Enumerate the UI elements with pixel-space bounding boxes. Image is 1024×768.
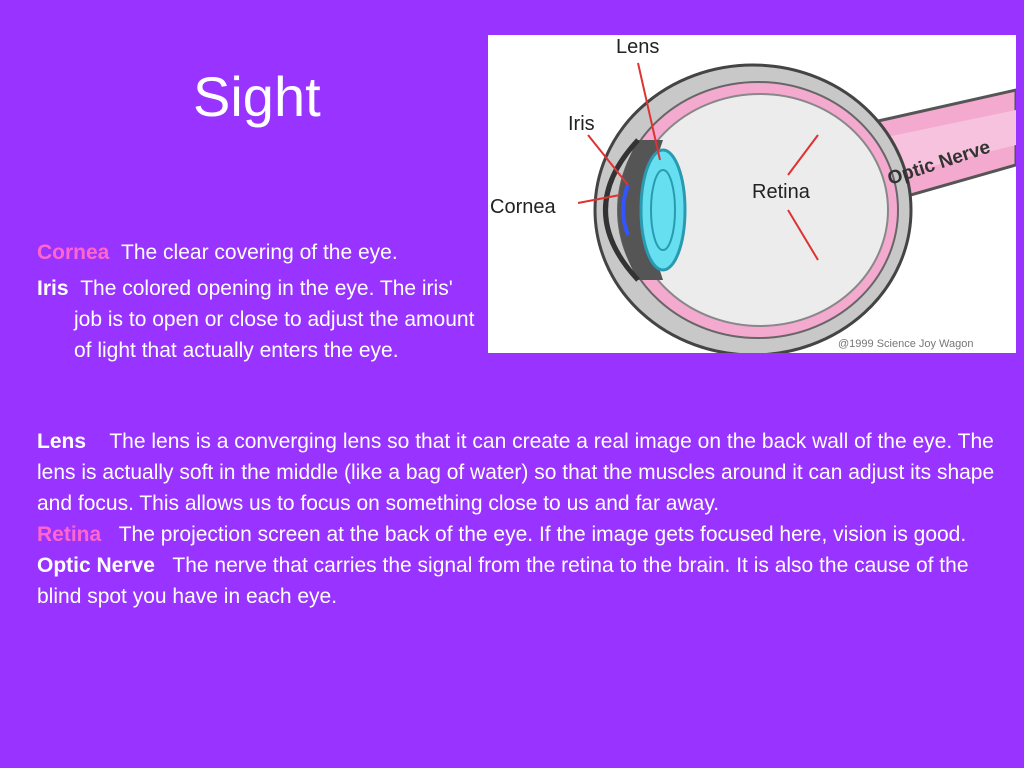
term-iris: Iris [37, 277, 69, 300]
eye-diagram: Lens Iris Cornea Retina Optic Nerve @199… [488, 35, 1016, 353]
slide-title: Sight [193, 65, 321, 128]
diagram-credit: @1999 Science Joy Wagon [838, 338, 974, 350]
lens-shape [639, 148, 687, 272]
cornea-label: Cornea [490, 196, 556, 218]
definition-lens-text: The lens is a converging lens so that it… [37, 430, 995, 515]
lens-label: Lens [616, 36, 659, 58]
term-cornea: Cornea [37, 241, 110, 264]
definition-optic-nerve: Optic Nerve The nerve that carries the s… [37, 550, 1017, 612]
definition-cornea-text: The clear covering of the eye. [121, 241, 398, 264]
cornea-shape [603, 138, 640, 282]
iris-pointer [587, 134, 629, 186]
definition-optic-nerve-text: The nerve that carries the signal from t… [37, 554, 969, 608]
definition-cornea: Cornea The clear covering of the eye. [37, 237, 398, 268]
lens-inner-shape [650, 169, 676, 251]
retina-pointer-top [787, 134, 819, 176]
iris-arc-shape [621, 184, 630, 236]
term-retina: Retina [37, 523, 102, 546]
lens-pointer [637, 62, 661, 161]
definition-lens: Lens The lens is a converging lens so th… [37, 426, 1017, 519]
term-optic-nerve: Optic Nerve [37, 554, 155, 577]
cornea-pointer [577, 194, 621, 204]
term-lens: Lens [37, 430, 87, 453]
definition-retina-text: The projection screen at the back of the… [118, 523, 967, 546]
eye-diagram-svg: Lens Iris Cornea Retina Optic Nerve @199… [490, 36, 1016, 353]
retina-label: Retina [752, 181, 811, 203]
iris-label: Iris [568, 113, 595, 135]
retina-pointer-bottom [787, 209, 819, 261]
definition-iris-text: The colored opening in the eye. The iris… [74, 277, 475, 362]
definition-iris: Iris The colored opening in the eye. The… [37, 273, 477, 366]
definitions-body: Lens The lens is a converging lens so th… [37, 426, 1017, 612]
definition-retina: Retina The projection screen at the back… [37, 519, 1017, 550]
